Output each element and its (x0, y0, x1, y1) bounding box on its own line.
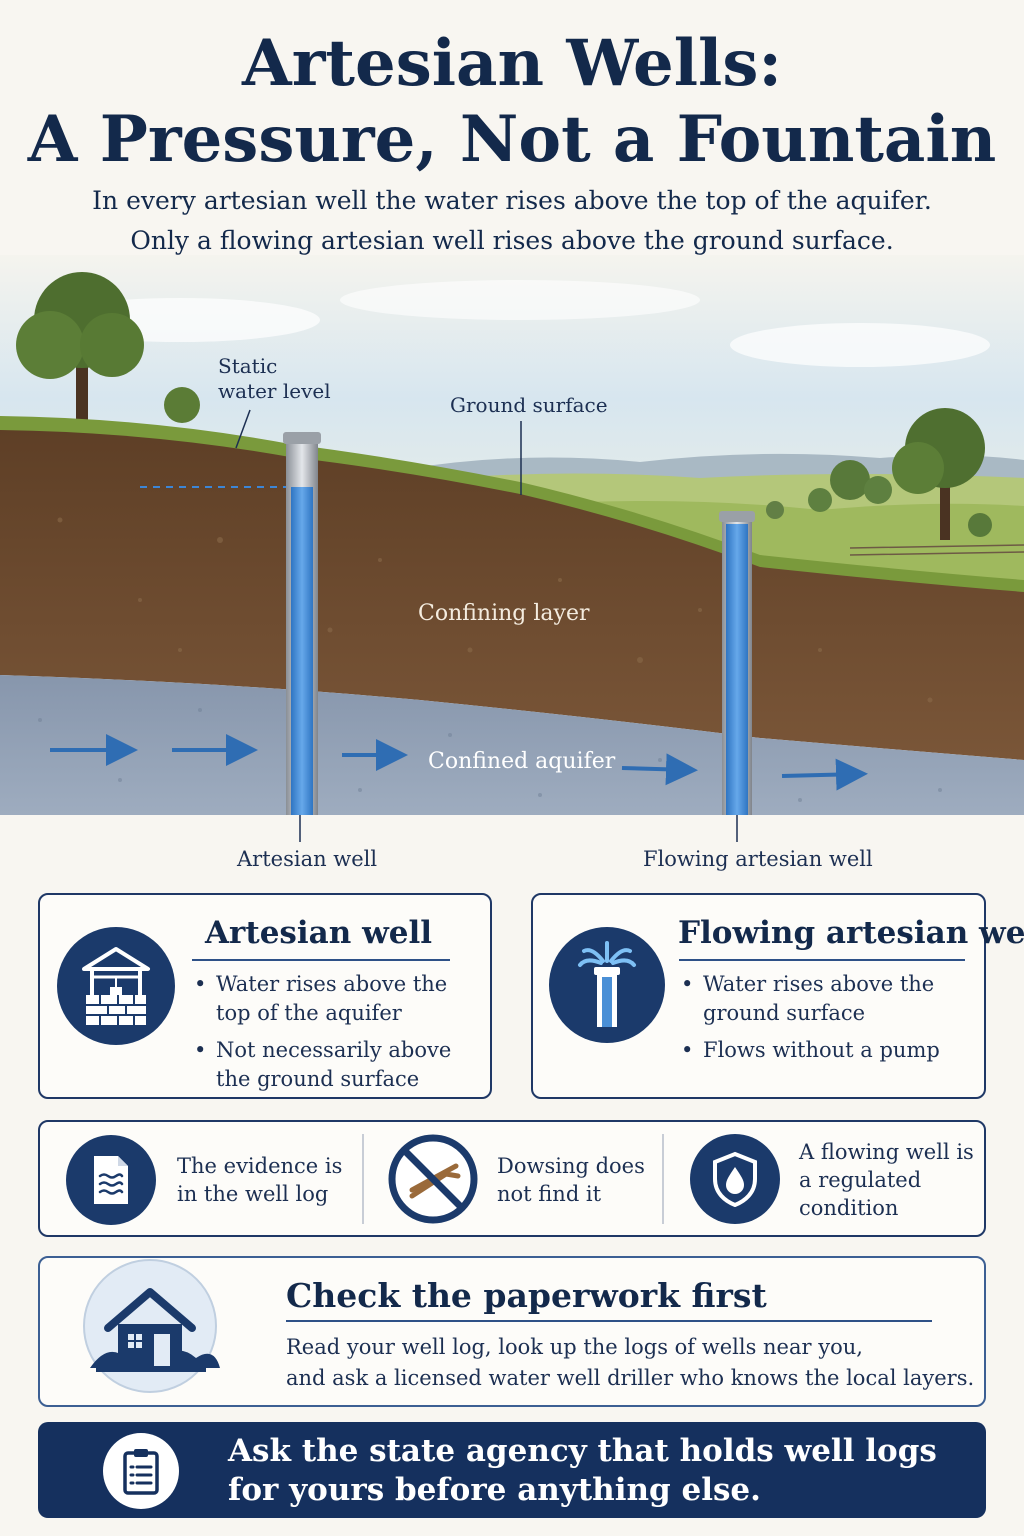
fact-regulated-text: A flowing well is a regulated condition (799, 1138, 979, 1222)
card-artesian-well: Artesian well Water rises above the top … (38, 893, 492, 1099)
label-confined-aquifer: Confined aquifer (428, 749, 616, 774)
paperwork-rule (286, 1320, 932, 1322)
bushes (766, 460, 992, 537)
fact-line: a regulated (799, 1168, 922, 1192)
fact-line: The evidence is (177, 1154, 343, 1178)
facts-strip: The evidence is in the well log Dowsing … (38, 1120, 986, 1237)
label-flowing-artesian-well: Flowing artesian well (643, 847, 873, 871)
divider (362, 1134, 364, 1224)
banner-line: for yours before anything else. (228, 1472, 761, 1508)
tree-right (892, 408, 985, 540)
no-dowsing-icon (386, 1132, 480, 1226)
fact-line: A flowing well is (799, 1140, 974, 1164)
fountain-pipe-icon (549, 927, 665, 1043)
confined-aquifer (0, 675, 1024, 815)
flowing-artesian-well-pipe (719, 511, 755, 815)
banner-line: Ask the state agency that holds well log… (228, 1433, 937, 1469)
banner-text: Ask the state agency that holds well log… (228, 1432, 968, 1510)
artesian-well-pipe (283, 432, 321, 815)
call-to-action-banner: Ask the state agency that holds well log… (38, 1422, 986, 1518)
card-flowing-rule (679, 959, 965, 961)
card-paperwork: Check the paperwork first Read your well… (38, 1256, 986, 1407)
house-icon (78, 1258, 228, 1403)
fact-well-log-text: The evidence is in the well log (177, 1152, 357, 1208)
label-artesian-well: Artesian well (236, 847, 377, 871)
fence (849, 544, 1024, 556)
document-icon (66, 1135, 156, 1225)
card-artesian-rule (192, 959, 450, 961)
bullet: Water rises above the top of the aquifer (192, 970, 482, 1028)
card-flowing-bullets: Water rises above the ground surface Flo… (679, 970, 969, 1073)
fact-line: Dowsing does (497, 1154, 645, 1178)
fact-line: not find it (497, 1182, 602, 1206)
bullet: Not necessarily above the ground surface (192, 1036, 482, 1094)
label-confining-layer: Confining layer (418, 601, 590, 626)
label-static-line2: water level (218, 379, 331, 403)
fact-dowsing-text: Dowsing does not find it (497, 1152, 667, 1208)
leader-static (235, 409, 251, 449)
cloud (340, 280, 700, 320)
cloud (730, 323, 990, 367)
soil-texture (57, 517, 933, 703)
fact-line: in the well log (177, 1182, 329, 1206)
confining-layer (0, 428, 1024, 760)
tree-left (16, 272, 144, 420)
subtitle-line1: In every artesian well the water rises a… (92, 186, 932, 215)
card-artesian-bullets: Water rises above the top of the aquifer… (192, 970, 482, 1102)
divider (662, 1134, 664, 1224)
bullet: Flows without a pump (679, 1036, 969, 1065)
bullet: Water rises above the ground surface (679, 970, 969, 1028)
card-artesian-title: Artesian well (205, 915, 433, 951)
page-title-line1: Artesian Wells: (242, 26, 782, 101)
label-static-line1: Static (218, 354, 277, 378)
paperwork-line: and ask a licensed water well driller wh… (286, 1366, 975, 1390)
aquifer-texture (38, 708, 942, 802)
paperwork-body: Read your well log, look up the logs of … (286, 1332, 976, 1394)
shield-drop-icon (690, 1134, 780, 1224)
page-title-line2: A Pressure, Not a Fountain (27, 102, 997, 177)
grass-band (0, 416, 1024, 592)
cross-section-diagram: Static water level Ground surface Confin… (0, 255, 1024, 871)
subtitle-line2: Only a flowing artesian well rises above… (130, 226, 894, 255)
clipboard-icon (103, 1433, 179, 1509)
card-flowing-title: Flowing artesian well (678, 915, 1024, 951)
label-ground-surface: Ground surface (450, 393, 608, 417)
paperwork-title: Check the paperwork first (286, 1276, 767, 1315)
wishing-well-icon (57, 927, 175, 1045)
tree-small (164, 387, 200, 423)
fact-line: condition (799, 1196, 899, 1220)
aquifer-flow-arrows (50, 734, 868, 791)
card-flowing-artesian-well: Flowing artesian well Water rises above … (531, 893, 1024, 1099)
paperwork-line: Read your well log, look up the logs of … (286, 1335, 863, 1359)
